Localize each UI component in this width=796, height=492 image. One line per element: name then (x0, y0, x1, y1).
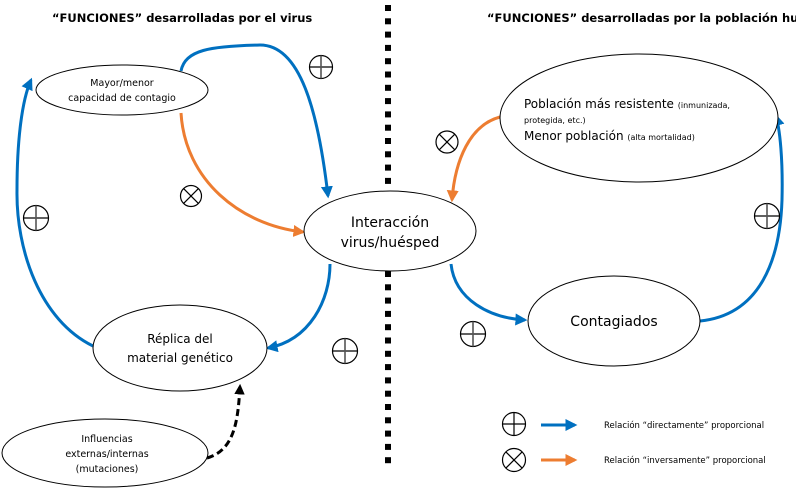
node-population: Población más resistente (inmunizada, pr… (499, 53, 779, 183)
divider-dot (385, 284, 391, 291)
node-contagion: Mayor/menor capacidad de contagio (35, 64, 209, 116)
legend-inverse-label: Relación “inversamente” proporcional (604, 455, 766, 466)
divider-dot (385, 31, 391, 38)
arrow-interaction-to-replication-direct (265, 263, 332, 353)
arrow-population-to-interaction-inverse (446, 115, 501, 203)
legend-item-direct: Relación “directamente” proporcional (501, 411, 764, 437)
arrow-contagion-to-interaction-direct (179, 43, 333, 199)
plus-circle-icon (331, 337, 359, 365)
node-interaction-line-2: virus/huésped (341, 235, 440, 251)
node-influences-line-1: Influencias (81, 434, 132, 445)
divider-dot (385, 84, 391, 91)
plus-circle-icon (308, 54, 334, 80)
divider-dot (385, 71, 391, 78)
divider-dot (385, 390, 391, 397)
divider-dot (385, 310, 391, 317)
node-contagion-line-1: Mayor/menor (90, 78, 153, 89)
plus-circle-icon (459, 320, 487, 348)
divider-dot (385, 164, 391, 171)
population-smaller-note: (alta mortalidad) (627, 133, 694, 142)
node-interaction: Interacción virus/huésped (303, 190, 477, 272)
arrow-interaction-to-infected-direct (449, 263, 528, 326)
cross-circle-icon (179, 184, 203, 208)
divider-dot (385, 111, 391, 118)
plus-circle-icon (22, 204, 50, 232)
divider-dot (385, 337, 391, 344)
divider-dot (385, 377, 391, 384)
node-population-line-2: protegida, etc.) (524, 116, 586, 125)
divider-dot (385, 364, 391, 371)
population-smaller-label: Menor población (524, 129, 627, 143)
arrow-infected-to-population-direct (699, 113, 785, 323)
divider-dot (385, 430, 391, 437)
right-heading: “FUNCIONES” desarrolladas por la poblaci… (487, 11, 796, 25)
divider-dot (385, 443, 391, 450)
node-influences-line-3: (mutaciones) (76, 464, 139, 475)
divider-dot (385, 151, 391, 158)
divider-dot (385, 58, 391, 65)
divider-dot (385, 324, 391, 331)
legend-item-inverse: Relación “inversamente” proporcional (501, 447, 766, 473)
divider-dot (385, 417, 391, 424)
divider-dot (385, 98, 391, 105)
node-influences-line-2: externas/internas (65, 449, 148, 460)
node-influences: Influencias externas/internas (mutacione… (1, 418, 209, 488)
node-population-line-1: Población más resistente (inmunizada, (524, 97, 730, 111)
divider-dot (385, 18, 391, 25)
arrow-influences-to-replication-external (206, 383, 245, 460)
legend: Relación “directamente” proporcional Rel… (501, 411, 766, 473)
population-resistant-note: (inmunizada, (678, 101, 730, 110)
plus-circle-icon (501, 411, 527, 437)
plus-circle-icon (753, 202, 781, 230)
node-infected: Contagiados (527, 275, 701, 367)
divider-dot (385, 350, 391, 357)
cross-circle-icon (501, 447, 527, 473)
divider-dot (385, 44, 391, 51)
divider-dot (385, 5, 391, 11)
population-resistant-label: Población más resistente (524, 97, 678, 111)
left-heading: “FUNCIONES” desarrolladas por el virus (52, 11, 312, 25)
divider-dot (385, 404, 391, 410)
divider-dot (385, 177, 391, 184)
divider-dot (385, 457, 391, 464)
node-interaction-line-1: Interacción (351, 215, 429, 231)
divider-dot (385, 297, 391, 304)
node-infected-label: Contagiados (570, 314, 657, 330)
node-population-line-3: Menor población (alta mortalidad) (524, 129, 695, 143)
cross-circle-icon (435, 130, 459, 154)
divider-dot (385, 138, 391, 144)
node-contagion-line-2: capacidad de contagio (68, 93, 176, 104)
arrow-contagion-to-interaction-inverse (179, 112, 306, 237)
section-divider (385, 5, 391, 464)
divider-dot (385, 124, 391, 131)
legend-direct-label: Relación “directamente” proporcional (604, 420, 764, 431)
node-replication-line-2: material genético (127, 351, 233, 365)
arrow-replication-to-contagion-direct (15, 77, 94, 348)
node-replication: Réplica del material genético (92, 304, 268, 392)
divider-dot (385, 271, 391, 277)
node-replication-line-1: Réplica del (147, 332, 213, 346)
